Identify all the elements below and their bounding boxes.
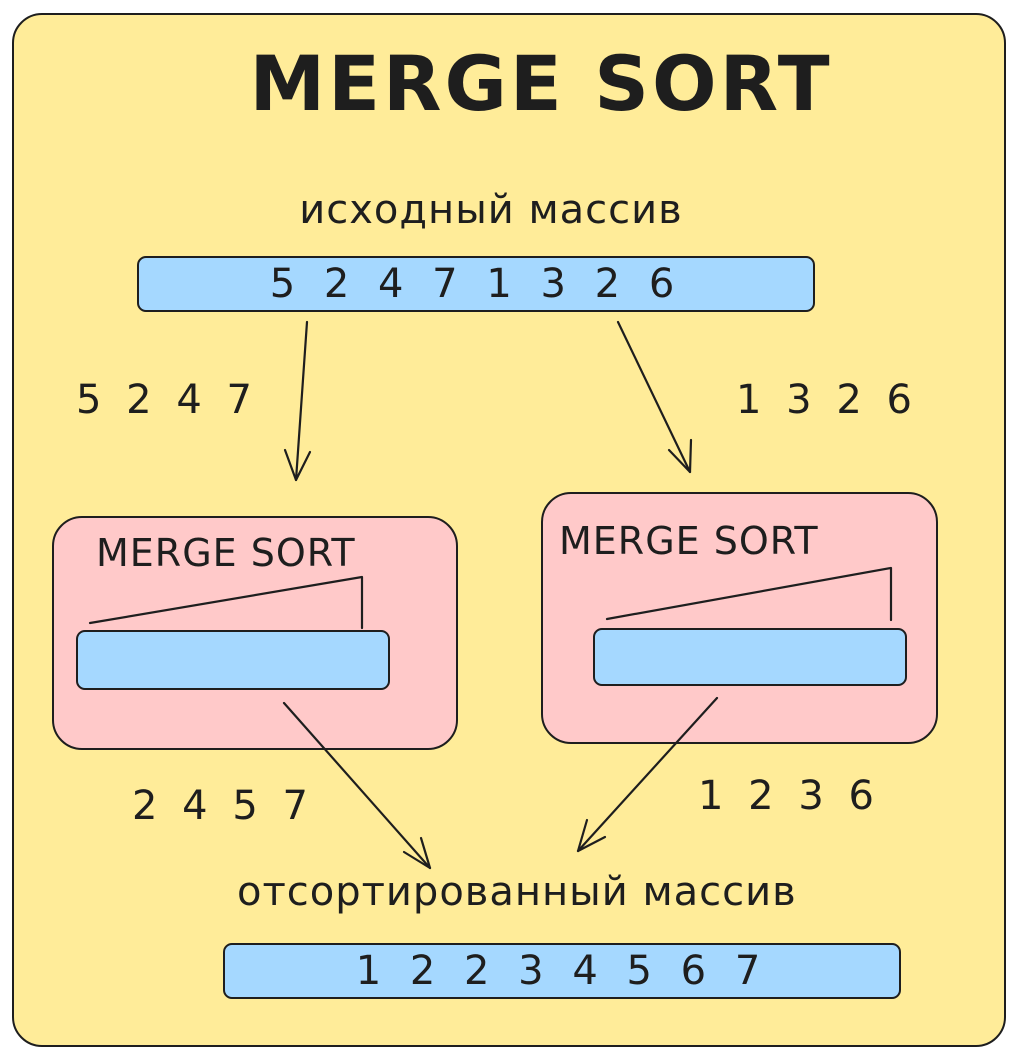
right-sorted-values: 1 2 3 6	[698, 773, 880, 819]
left-half-values: 5 2 4 7	[76, 377, 258, 423]
input-array-label: исходный массив	[299, 187, 683, 233]
output-array-values: 1 2 2 3 4 5 6 7	[355, 948, 769, 994]
right-merge-sort-box: MERGE SORT	[541, 492, 938, 744]
output-array-label: отсортированный массив	[237, 869, 797, 915]
right-box-array-bar	[593, 628, 907, 686]
right-box-title: MERGE SORT	[559, 519, 819, 563]
left-merge-sort-box: MERGE SORT	[52, 516, 458, 750]
input-array-bar: 5 2 4 7 1 3 2 6	[137, 256, 815, 312]
diagram-title: MERGE SORT	[249, 39, 833, 128]
input-array-values: 5 2 4 7 1 3 2 6	[269, 261, 683, 307]
left-box-title: MERGE SORT	[96, 531, 356, 575]
left-sorted-values: 2 4 5 7	[132, 783, 314, 829]
right-half-values: 1 3 2 6	[736, 377, 918, 423]
left-box-array-bar	[76, 630, 390, 690]
output-array-bar: 1 2 2 3 4 5 6 7	[223, 943, 901, 999]
